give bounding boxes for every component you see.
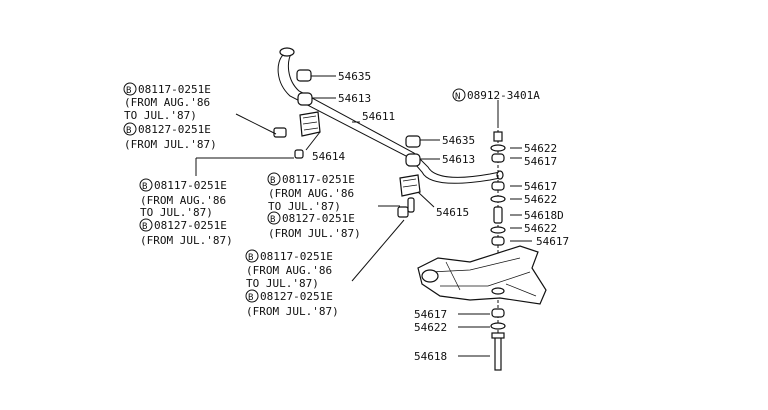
label-54635-left: 54635 xyxy=(338,70,371,83)
label-08912-3401A: 08912-3401A xyxy=(467,89,540,102)
bolt-marker-letter: B xyxy=(142,182,147,192)
clamp-54635-right xyxy=(405,135,421,148)
bolt-note-to: TO JUL.'87) xyxy=(268,200,341,213)
nut-marker-letter: N xyxy=(455,92,460,102)
leader-lines xyxy=(195,75,532,357)
bar-end-left xyxy=(279,47,295,57)
bolt-part-08117: 08117-0251E xyxy=(154,179,227,192)
bolt-note-1: B 08117-0251E (FROM AUG.'86 TO JUL.'87) … xyxy=(139,178,233,247)
bolt-note-from: (FROM JUL.'87) xyxy=(140,234,233,247)
label-54622-c: 54622 xyxy=(524,222,557,235)
bushing-54617-d xyxy=(491,308,505,318)
bolt-note-from: (FROM JUL.'87) xyxy=(124,138,217,151)
washer-54622-b xyxy=(490,195,506,203)
label-54618: 54618 xyxy=(414,350,447,363)
label-54614: 54614 xyxy=(312,150,345,163)
label-54622-b: 54622 xyxy=(524,193,557,206)
bolt-note-from: (FROM AUG.'86 xyxy=(140,194,226,207)
bracket-54615 xyxy=(399,174,421,197)
label-54611: 54611 xyxy=(362,110,395,123)
clamp-54635-left xyxy=(296,69,312,82)
bolt-marker-circle xyxy=(267,172,281,186)
bolt-marker-circle xyxy=(245,289,259,303)
bolt-note-to: TO JUL.'87) xyxy=(246,277,319,290)
label-54617-a: 54617 xyxy=(524,155,557,168)
bolt-marker-circle xyxy=(123,122,137,136)
bolt-marker-letter: B xyxy=(270,176,275,186)
bolt-part-08117: 08117-0251E xyxy=(282,173,355,186)
bolt-note-3: B 08117-0251E (FROM AUG.'86 TO JUL.'87) … xyxy=(245,249,339,318)
bolt-part-08127: 08127-0251E xyxy=(154,219,227,232)
label-54613-left: 54613 xyxy=(338,92,371,105)
bolt-marker-letter: B xyxy=(248,293,253,303)
washer-54622-c xyxy=(490,226,506,234)
bolt-note-from: (FROM AUG.'86 xyxy=(246,264,332,277)
label-54622-d: 54622 xyxy=(414,321,447,334)
nut-08912 xyxy=(493,131,503,142)
bolt-part-08117: 08117-0251E xyxy=(138,83,211,96)
bolt-marker-letter: B xyxy=(126,126,131,136)
transverse-link xyxy=(417,245,547,305)
bolt-note-from: (FROM JUL.'87) xyxy=(268,227,361,240)
bolt-note-2: B 08117-0251E (FROM AUG.'86 TO JUL.'87) … xyxy=(267,172,361,240)
link-stack xyxy=(490,120,506,371)
bolt-head-54618 xyxy=(491,332,505,339)
bolt-marker-circle xyxy=(267,211,281,225)
bushing-54617-b xyxy=(491,181,505,191)
bushing-54617-a xyxy=(491,153,505,163)
nut-marker-circle xyxy=(452,88,466,102)
bolt-right xyxy=(397,206,409,218)
label-54617-c: 54617 xyxy=(536,235,569,248)
bolt-marker-letter: B xyxy=(126,86,131,96)
part-labels: 54635 54613 54611 54614 54635 54613 5461… xyxy=(312,70,569,363)
bolt-marker-circle xyxy=(245,249,259,263)
bushing-54613-left xyxy=(297,92,313,106)
bolt-54618 xyxy=(494,335,502,371)
washer-54622-d xyxy=(490,322,506,330)
bolt-marker-circle xyxy=(139,178,153,192)
bolt-marker-circle xyxy=(139,218,153,232)
label-54613-right: 54613 xyxy=(442,153,475,166)
bolt-marker-letter: B xyxy=(248,253,253,263)
bolt-right-2 xyxy=(407,197,415,213)
washer-54622-a xyxy=(490,144,506,152)
bolt-note-0: B 08117-0251E (FROM AUG.'86 TO JUL.'87) … xyxy=(123,82,217,151)
bushing-54613-right xyxy=(405,153,421,167)
right-bushing-clamp xyxy=(397,135,421,218)
left-bushing-clamp xyxy=(273,69,321,159)
bolt-left-1 xyxy=(273,127,287,138)
bolt-marker-circle xyxy=(123,82,137,96)
label-54618D: 54618D xyxy=(524,209,564,222)
bolt-note-to: TO JUL.'87) xyxy=(140,206,213,219)
bolt-marker-letter: B xyxy=(270,215,275,225)
bolt-note-from: (FROM JUL.'87) xyxy=(246,305,339,318)
bolt-part-08127: 08127-0251E xyxy=(138,123,211,136)
label-54635-right: 54635 xyxy=(442,134,475,147)
label-54617-d: 54617 xyxy=(414,308,447,321)
label-54615: 54615 xyxy=(436,206,469,219)
bolt-part-08117: 08117-0251E xyxy=(260,250,333,263)
spacer-54618D xyxy=(493,206,503,224)
label-54622-a: 54622 xyxy=(524,142,557,155)
bolt-note-from: (FROM AUG.'86 xyxy=(124,96,210,109)
bolt-note-to: TO JUL.'87) xyxy=(124,109,197,122)
bolt-marker-letter: B xyxy=(142,222,147,232)
bolt-left-2 xyxy=(294,149,304,159)
label-54617-b: 54617 xyxy=(524,180,557,193)
bolt-note-from: (FROM AUG.'86 xyxy=(268,187,354,200)
bolt-part-08127: 08127-0251E xyxy=(260,290,333,303)
bolt-part-08127: 08127-0251E xyxy=(282,212,355,225)
bushing-54617-c xyxy=(491,236,505,246)
